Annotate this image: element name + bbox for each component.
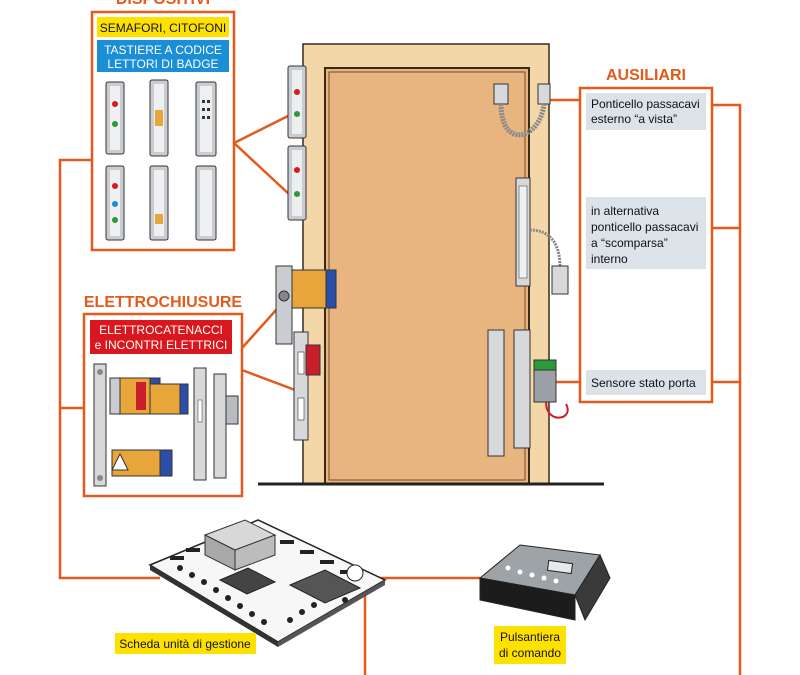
aux-item1-line1: Ponticello passacavi	[591, 97, 700, 111]
label-pulsantiera-line1: Pulsantiera	[500, 630, 560, 644]
aux-item1-line2: esterno “a vista”	[591, 112, 677, 126]
lock-thumb-6	[213, 373, 239, 479]
label-scheda: Scheda unità di gestione	[119, 637, 251, 651]
tag-tastiere-bg	[97, 40, 229, 72]
dispositivi-thumbnails	[105, 79, 217, 241]
elettrochiusure-thumbnails	[93, 363, 239, 487]
device-thumb-1	[105, 81, 125, 155]
link-dispositivi-top	[233, 113, 291, 145]
lock-thumb-5	[193, 367, 207, 481]
scheda-board	[148, 519, 387, 647]
label-scheda-bg	[115, 633, 256, 654]
tag-semafori: SEMAFORI, CITOFONI	[100, 21, 226, 35]
section-title-dispositivi: DISPOSITIVI	[116, 0, 210, 8]
lock-thumb-4	[111, 449, 173, 477]
link-lock-bottom	[241, 368, 296, 392]
label-pulsantiera-bg	[494, 626, 566, 664]
device-thumb-3	[195, 81, 217, 157]
aux-item2-line1: in alternativa	[591, 204, 659, 218]
ponticello-scomparsa	[515, 177, 569, 295]
sensore-stato-porta	[487, 329, 569, 457]
tag-elettrocatenacci-line2: e INCONTRI ELETTRICI	[95, 338, 228, 352]
aux-item2-line3: a “scomparsa”	[591, 236, 668, 250]
aux-item2-line2: ponticello passacavi	[591, 220, 698, 234]
tag-elettrocatenacci-bg	[90, 320, 232, 354]
door	[258, 43, 604, 486]
link-dispositivi-bottom	[233, 142, 291, 196]
bus-line-left	[58, 158, 160, 580]
tag-tastiere-line2: LETTORI DI BADGE	[107, 57, 218, 71]
ponticello-esterno	[493, 83, 551, 138]
aux-item3: Sensore stato porta	[591, 376, 696, 390]
bus-line-right	[712, 103, 742, 675]
device-thumb-2	[149, 79, 169, 157]
device-thumb-6	[195, 165, 217, 241]
door-device-top	[287, 65, 307, 139]
device-thumb-4	[105, 165, 125, 241]
device-thumb-5	[149, 165, 169, 241]
tag-elettrocatenacci-line1: ELETTROCATENACCI	[99, 323, 223, 337]
lock-thumb-1	[93, 363, 107, 487]
section-title-elettrochiusure: ELETTROCHIUSURE	[84, 294, 243, 311]
door-lock	[275, 265, 337, 441]
label-pulsantiera-line2: di comando	[499, 646, 561, 660]
lock-thumb-3	[149, 383, 189, 415]
aux-item3-bg	[586, 370, 706, 395]
section-title-ausiliari: AUSILIARI	[606, 67, 686, 84]
aux-item2-bg	[586, 197, 706, 269]
tag-tastiere-line1: TASTIERE A CODICE	[104, 43, 222, 57]
aux-item2-line4: interno	[591, 252, 628, 266]
tag-semafori-bg	[97, 17, 229, 37]
door-device-bottom	[287, 145, 307, 221]
connection-lines	[58, 98, 742, 675]
pulsantiera-device	[478, 544, 611, 622]
aux-item1-bg	[586, 93, 706, 130]
